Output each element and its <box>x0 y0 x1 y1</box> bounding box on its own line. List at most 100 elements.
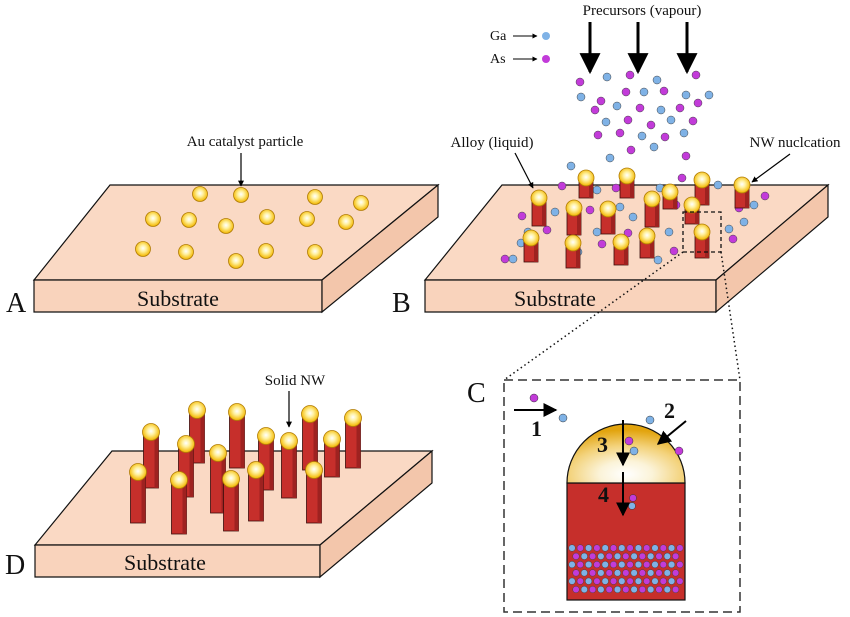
nanowire <box>177 435 195 498</box>
catalyst-cap <box>643 190 661 208</box>
zoom-box <box>682 211 722 253</box>
ga-atom <box>630 569 638 577</box>
as-atom <box>660 132 670 142</box>
vapour-atoms <box>575 70 714 163</box>
au-particle <box>218 218 234 234</box>
ga-atom <box>576 92 586 102</box>
ga-atom <box>651 561 659 569</box>
ga-atom <box>580 585 588 594</box>
ga-atom <box>651 577 659 585</box>
as-atom <box>688 116 698 126</box>
ga-atom <box>634 577 642 585</box>
as-atom <box>676 561 684 569</box>
as-atom <box>605 552 613 560</box>
ga-atom <box>668 577 676 585</box>
legend-ga-label: Ga <box>490 29 507 44</box>
panel-letter-b: B <box>392 288 411 319</box>
catalyst-cap <box>564 234 582 252</box>
as-atom <box>655 552 663 560</box>
ga-atom <box>568 561 576 569</box>
catalyst-cap <box>612 233 630 251</box>
catalyst-cap <box>661 183 679 201</box>
ga-atom <box>647 585 655 594</box>
au-particle <box>259 209 275 225</box>
ga-atom <box>630 585 638 594</box>
nanowire <box>693 223 711 259</box>
catalyst-cap <box>129 463 147 481</box>
nucleation-pointer <box>751 153 791 183</box>
ga-atom <box>566 161 576 171</box>
as-atom <box>596 96 606 106</box>
ga-atom <box>634 561 642 569</box>
ga-atom <box>597 585 605 594</box>
as-atom <box>626 544 634 552</box>
ga-atom <box>601 577 609 585</box>
ga-atom <box>568 544 576 552</box>
legend-as-label: As <box>490 52 506 67</box>
au-particle <box>228 253 244 269</box>
as-atom <box>646 120 656 130</box>
catalyst-cap <box>530 189 548 207</box>
catalyst-cap <box>733 176 751 194</box>
au-particle <box>178 244 194 260</box>
nanowire <box>170 471 188 535</box>
ga-atom <box>628 212 638 222</box>
nanowire <box>693 171 711 206</box>
catalyst-cap <box>228 403 246 421</box>
nanowire <box>228 403 246 469</box>
ga-atom <box>639 87 649 97</box>
catalyst-cap <box>693 171 711 189</box>
ga-atom <box>580 569 588 577</box>
nanowire <box>661 183 679 210</box>
as-atom <box>626 561 634 569</box>
panel-letter-c: C <box>467 378 486 409</box>
as-atom <box>622 585 630 594</box>
ga-atom <box>613 569 622 577</box>
as-atom <box>611 183 621 193</box>
catalyst-cap <box>638 227 656 245</box>
ga-atom <box>592 185 602 195</box>
solid-nw-label: Solid NW <box>265 373 326 389</box>
ga-atom <box>663 585 671 594</box>
panel-letter-d: D <box>5 550 25 581</box>
as-atom <box>557 181 567 191</box>
au-particle <box>233 187 249 203</box>
as-atom <box>672 585 680 594</box>
substrate-side <box>715 183 829 314</box>
as-atom <box>576 577 584 585</box>
ga-atom <box>580 552 588 560</box>
ga-atom <box>637 131 647 141</box>
catalyst-cap <box>522 229 540 247</box>
ga-atom <box>597 552 605 560</box>
ga-atom <box>618 577 626 585</box>
alloy-label: Alloy (liquid) <box>451 135 534 151</box>
substrate-label: Substrate <box>514 286 596 311</box>
crystal-lattice <box>568 544 684 594</box>
panel-d: Substrate D Solid NW <box>5 373 434 581</box>
catalyst-cap <box>577 169 595 187</box>
ga-atom <box>663 569 671 577</box>
nanowires-b <box>522 167 751 269</box>
ga-atom <box>618 561 626 569</box>
nanowire <box>599 200 617 235</box>
ga-atom <box>508 254 518 264</box>
step-1-label: 1 <box>531 416 542 441</box>
ga-atom <box>550 207 560 217</box>
nanowire <box>344 409 362 469</box>
ga-atom <box>615 202 625 212</box>
ga-atom <box>601 561 609 569</box>
as-atom <box>638 585 646 594</box>
ga-atom <box>653 255 663 265</box>
ga-atom <box>601 544 609 552</box>
nanowire <box>142 423 160 489</box>
as-atom <box>572 569 580 577</box>
ga-atom-icon <box>542 32 550 40</box>
au-particle <box>307 244 323 260</box>
nanowire <box>733 176 751 209</box>
ga-atom <box>713 180 723 190</box>
au-particle <box>135 241 151 257</box>
ga-atom <box>668 544 676 552</box>
catalyst-cap <box>170 471 188 489</box>
ga-atom <box>592 227 602 237</box>
